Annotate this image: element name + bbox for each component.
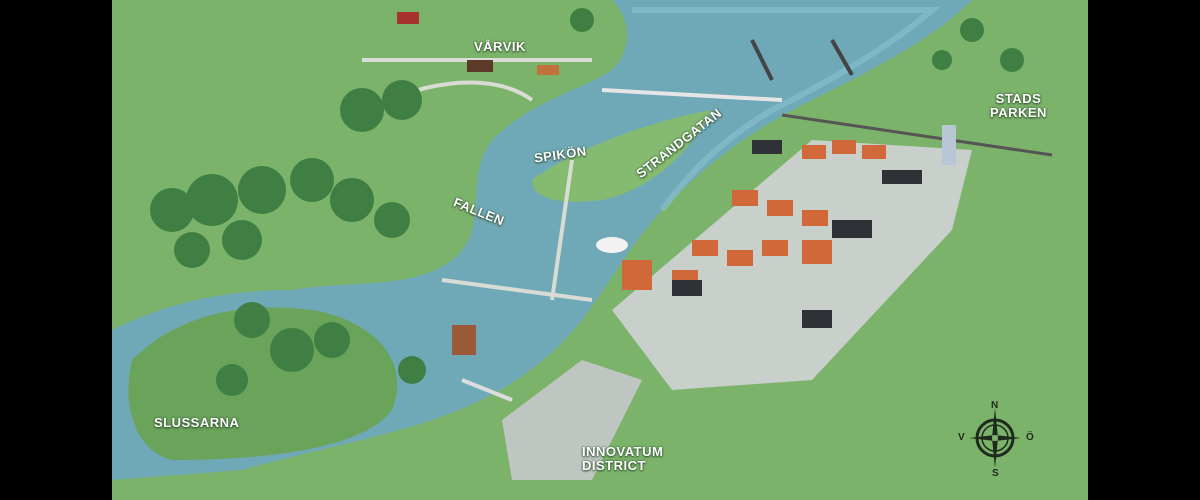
label-stadsparken-line1: STADS — [995, 91, 1042, 106]
label-innovatum-line2: DISTRICT — [582, 458, 646, 473]
tower — [942, 125, 956, 165]
compass-rose-icon — [969, 408, 1021, 468]
forest — [150, 8, 1024, 396]
label-innovatum-line1: INNOVATUM — [582, 444, 664, 459]
label-stadsparken: STADS PARKEN — [990, 92, 1047, 120]
illustrated-city-map[interactable]: VÅRVIK STADS PARKEN SPIKÖN STRANDGATAN F… — [112, 0, 1088, 500]
compass-east: Ö — [1026, 432, 1034, 443]
compass-south: S — [992, 468, 999, 479]
railway — [781, 113, 1053, 157]
bridge — [461, 378, 513, 402]
compass-west: V — [958, 432, 965, 443]
dark-buildings — [672, 140, 922, 328]
river-light — [632, 7, 940, 212]
varvik-houses — [397, 12, 559, 75]
spikon-island — [532, 110, 712, 202]
ferry — [596, 237, 628, 253]
map-artwork — [112, 0, 1053, 480]
label-stadsparken-line2: PARKEN — [990, 105, 1047, 120]
church — [452, 325, 476, 355]
city-ground — [612, 140, 972, 390]
innovatum-ground — [502, 360, 642, 480]
label-innovatum-district: INNOVATUM DISTRICT — [582, 445, 663, 473]
city-blocks — [622, 140, 886, 290]
compass-north: N — [991, 400, 999, 411]
label-varvik: VÅRVIK — [474, 39, 526, 54]
bridge — [750, 39, 854, 81]
label-slussarna: SLUSSARNA — [154, 415, 240, 430]
railway-bridge — [601, 88, 783, 102]
